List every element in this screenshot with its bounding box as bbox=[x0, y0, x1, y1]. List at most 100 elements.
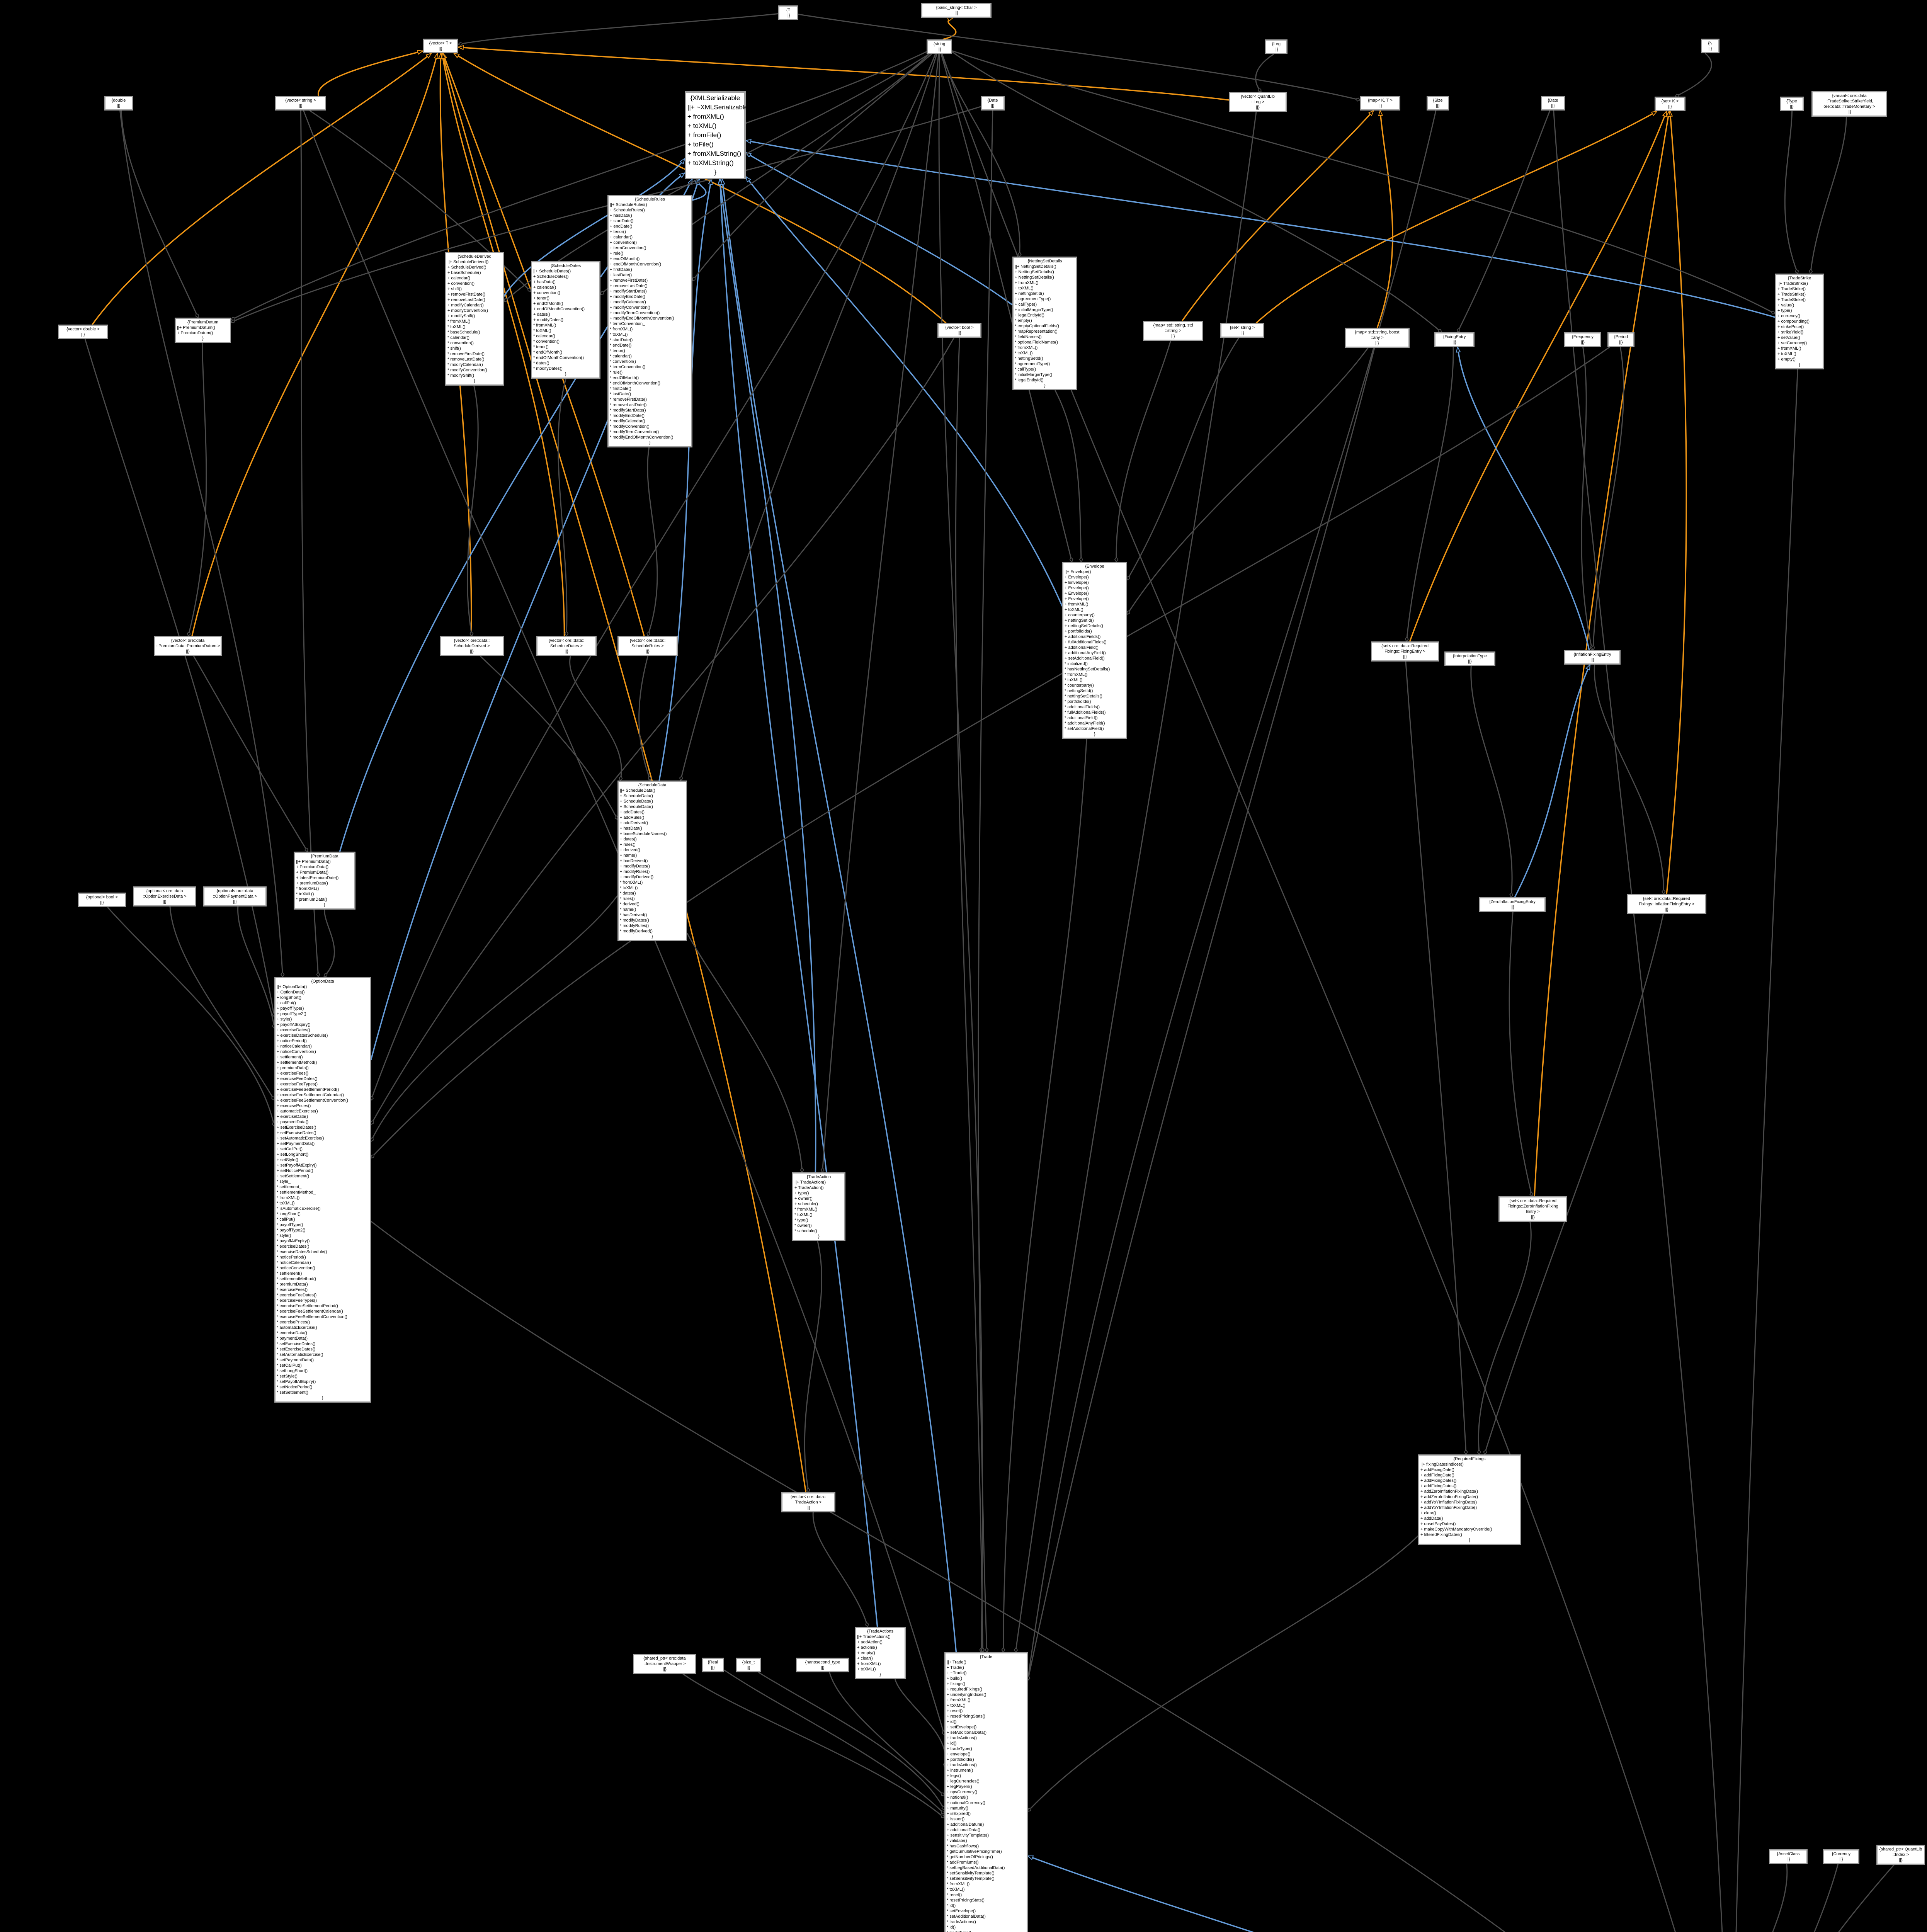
edge-ScheduleRules-string bbox=[692, 53, 932, 282]
node-line: Entry > bbox=[1526, 1209, 1540, 1214]
node-NettingSetDetails[interactable]: {NettingSetDetails||+ NettingSetDetails(… bbox=[1012, 257, 1077, 390]
node-map_KT[interactable]: {map< K, T >||} bbox=[1360, 96, 1400, 111]
node-line: * fromXML() bbox=[296, 886, 319, 891]
node-vector_ScheduleDates[interactable]: {vector< ore::data::ScheduleDates >||} bbox=[536, 636, 597, 656]
node-RequiredFixings[interactable]: {RequiredFixings||+ fixingDatesIndices()… bbox=[1418, 1454, 1521, 1545]
node-line: + Envelope() bbox=[1065, 597, 1089, 601]
node-T[interactable]: {T||} bbox=[778, 5, 798, 20]
node-vector_TradeAction[interactable]: {vector< ore::data::TradeAction >||} bbox=[781, 1492, 835, 1512]
node-line: + payoffAtExpiry() bbox=[277, 1022, 311, 1027]
edge-set_InflationFixingEntry-InflationFixingEntry bbox=[1594, 664, 1666, 895]
edge-Trade-Date1 bbox=[978, 110, 993, 1653]
node-vector_string[interactable]: {vector< string >||} bbox=[275, 96, 326, 111]
node-vector_double[interactable]: {vector< double >||} bbox=[58, 325, 108, 339]
node-optional_OptionPaymentData[interactable]: {optional< ore::data::OptionPaymentData … bbox=[203, 886, 267, 906]
node-optional_OptionExerciseData[interactable]: {optional< ore::data::OptionExerciseData… bbox=[133, 886, 196, 906]
node-shared_ptr_InstrumentWrapper[interactable]: {shared_ptr< ore::data::InstrumentWrappe… bbox=[633, 1654, 696, 1674]
node-vector_ScheduleDerived[interactable]: {vector< ore::data::ScheduleDerived >||} bbox=[440, 636, 504, 656]
node-line: * initialized() bbox=[1065, 662, 1088, 666]
node-set_string[interactable]: {set< string >||} bbox=[1220, 323, 1264, 338]
edge-Envelope-NettingSetDetails bbox=[1054, 390, 1083, 563]
node-line: ||} bbox=[439, 46, 442, 51]
node-size_t[interactable]: {size_t||} bbox=[736, 1658, 761, 1672]
node-line: + setLongShort() bbox=[277, 1152, 309, 1157]
node-string[interactable]: {string||} bbox=[927, 39, 952, 54]
node-InterpolationType[interactable]: {InterpolationType||} bbox=[1444, 651, 1495, 666]
node-basic_string[interactable]: {basic_string< Char >||} bbox=[921, 3, 992, 18]
node-vector_ScheduleRules[interactable]: {vector< ore::data::ScheduleRules >||} bbox=[617, 636, 678, 656]
node-line: * initialMarginType() bbox=[1015, 372, 1053, 377]
node-PremiumDatum[interactable]: {PremiumDatum||+ PremiumDatum()+ Premium… bbox=[175, 318, 231, 343]
node-Envelope[interactable]: {Envelope||+ Envelope()+ Envelope()+ Env… bbox=[1062, 562, 1127, 739]
node-vector_bool[interactable]: {vector< bool >||} bbox=[937, 323, 981, 338]
node-line: {vector< double > bbox=[66, 327, 100, 332]
node-line: + modifyCalendar() bbox=[447, 303, 484, 308]
node-map_string_string[interactable]: {map< std::string, std::string >||} bbox=[1143, 321, 1203, 341]
node-line: ||} bbox=[1171, 334, 1175, 338]
node-line: * empty() bbox=[1015, 318, 1032, 323]
node-TradeStrike[interactable]: {TradeStrike||+ TradeStrike()+ TradeStri… bbox=[1775, 274, 1824, 369]
node-vector_PremiumDatum[interactable]: {vector< ore::data::PremiumData::Premium… bbox=[154, 636, 222, 656]
node-nanosecond_type[interactable]: {nanosecond_type||} bbox=[796, 1658, 849, 1672]
node-Period[interactable]: {Period||} bbox=[1607, 332, 1634, 347]
node-variant[interactable]: {variant< ore::data::TradeStrike::Strike… bbox=[1811, 91, 1887, 117]
node-line: {NettingSetDetails bbox=[1027, 259, 1062, 264]
node-TradeAction[interactable]: {TradeAction||+ TradeAction()+ TradeActi… bbox=[792, 1172, 845, 1241]
node-line: * name() bbox=[620, 907, 636, 912]
edge-InflationFixingEntry-Frequency bbox=[1581, 347, 1594, 651]
node-OptionData[interactable]: {OptionData||+ OptionData()+ OptionData(… bbox=[274, 977, 371, 1403]
node-Size[interactable]: {Size||} bbox=[1427, 96, 1449, 111]
node-InflationFixingEntry[interactable]: {InflationFixingEntry||} bbox=[1564, 650, 1621, 665]
node-XMLSerializable[interactable]: {XMLSerializable||+ ~XMLSerializable()+ … bbox=[685, 91, 752, 179]
node-Trade[interactable]: {Trade||+ Trade()+ Trade()+ ~Trade()+ bu… bbox=[944, 1652, 1028, 1932]
node-vector_QLLeg[interactable]: {vector< QuantLib::Leg >||} bbox=[1229, 92, 1287, 112]
node-AssetClass[interactable]: {AssetClass||} bbox=[1769, 1849, 1808, 1864]
node-line: + premiumData() bbox=[277, 1066, 309, 1070]
node-line: * toXML() bbox=[610, 332, 628, 337]
node-line: {Period bbox=[1614, 335, 1628, 339]
edge-TradeStrike-XMLSerializable bbox=[745, 139, 1776, 318]
node-line: * additionalAnyField() bbox=[1065, 721, 1105, 726]
node-line: + setStyle() bbox=[277, 1158, 298, 1162]
node-Leg[interactable]: {Leg||} bbox=[1265, 39, 1288, 54]
node-FixingEntry[interactable]: {FixingEntry||} bbox=[1434, 332, 1475, 347]
node-Frequency[interactable]: {Frequency||} bbox=[1564, 332, 1601, 347]
node-Date1[interactable]: {Date||} bbox=[981, 96, 1005, 111]
edge-vector_T-T bbox=[458, 13, 779, 46]
node-vector_T[interactable]: {vector< T >||} bbox=[423, 39, 458, 53]
node-TradeActions[interactable]: {TradeActions||+ TradeActions()+ addActi… bbox=[855, 1627, 906, 1679]
node-line: + dates() bbox=[620, 837, 637, 842]
node-line: * payoffType2() bbox=[277, 1228, 306, 1233]
node-ZeroInflationFixingEntry[interactable]: {ZeroInflationFixingEntry||} bbox=[1479, 897, 1546, 912]
node-line: + dates() bbox=[533, 312, 550, 317]
node-Currency[interactable]: {Currency||} bbox=[1823, 1849, 1859, 1864]
node-line: * setPaymentData() bbox=[277, 1358, 314, 1362]
node-shared_ptr_QLIndex[interactable]: {shared_ptr< QuantLib::Index >||} bbox=[1876, 1845, 1925, 1865]
node-optional_bool[interactable]: {optional< bool >||} bbox=[78, 893, 126, 907]
node-line: {vector< T > bbox=[429, 41, 452, 46]
node-Real[interactable]: {Real||} bbox=[702, 1658, 724, 1672]
node-ScheduleDates[interactable]: {ScheduleDates||+ ScheduleDates()+ Sched… bbox=[531, 261, 600, 379]
node-line: + baseSchedule() bbox=[447, 270, 481, 275]
node-line: + rules() bbox=[620, 842, 636, 847]
node-ScheduleDerived[interactable]: {ScheduleDerived||+ ScheduleDerived()+ S… bbox=[445, 252, 504, 386]
node-ScheduleRules[interactable]: {ScheduleRules||+ ScheduleRules()+ Sched… bbox=[607, 195, 692, 447]
node-line: ||} bbox=[470, 649, 474, 654]
node-line: ScheduleDerived > bbox=[454, 644, 490, 648]
node-map_string_any[interactable]: {map< std::string, boost::any >||} bbox=[1345, 328, 1410, 348]
node-line: + Envelope() bbox=[1065, 586, 1089, 590]
node-ScheduleData[interactable]: {ScheduleData||+ ScheduleData()+ Schedul… bbox=[617, 781, 687, 941]
node-double[interactable]: {double||} bbox=[104, 96, 133, 111]
node-Date2[interactable]: {Date||} bbox=[1541, 96, 1565, 111]
node-PremiumData[interactable]: {PremiumData||+ PremiumData()+ PremiumDa… bbox=[294, 852, 355, 910]
edge-set_FixingEntry-FixingEntry bbox=[1405, 347, 1454, 642]
node-N[interactable]: {N||} bbox=[1701, 39, 1720, 53]
node-line: {InterpolationType bbox=[1452, 654, 1487, 658]
edge-TradeStrike-Type bbox=[1784, 111, 1799, 274]
node-set_K[interactable]: {set< K >||} bbox=[1655, 97, 1685, 111]
node-line: ||} bbox=[958, 331, 961, 335]
node-Type[interactable]: {Type||} bbox=[1780, 97, 1804, 111]
